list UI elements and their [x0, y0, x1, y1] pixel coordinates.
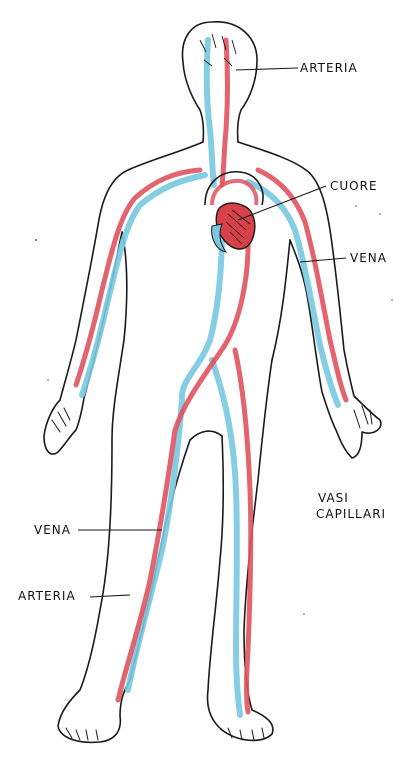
- left-hand-detail: [52, 408, 70, 432]
- artery-left-leg: [118, 430, 175, 700]
- artery-head-neck: [222, 40, 228, 185]
- label-vasi: VASI: [318, 491, 349, 505]
- crotch-outline: [190, 431, 222, 440]
- head-outline: [182, 22, 257, 142]
- paper-specks: [35, 205, 393, 615]
- vein-right-arm: [248, 182, 338, 405]
- veins: [82, 40, 338, 715]
- aortic-arch-inner: [212, 181, 256, 205]
- right-leg-outline: [208, 360, 273, 740]
- pointer-arteria-top: [236, 68, 298, 70]
- pointer-vena-right: [300, 258, 346, 262]
- label-arteria-bottom: ARTERIA: [18, 589, 76, 603]
- label-vena-right: VENA: [350, 251, 387, 265]
- label-cuore: CUORE: [330, 179, 378, 193]
- vein-right-leg: [212, 360, 240, 715]
- right-torso-outline: [272, 240, 290, 360]
- pointer-cuore: [238, 186, 326, 220]
- label-vena-left: VENA: [34, 523, 71, 537]
- vein-head-neck: [207, 40, 214, 185]
- right-hand-detail: [354, 406, 372, 428]
- right-foot-detail: [228, 728, 264, 740]
- label-arteria-top: ARTERIA: [300, 61, 358, 75]
- label-capillari: CAPILLARI: [316, 507, 386, 521]
- vein-left-arm: [82, 175, 205, 395]
- pointer-arteria-bottom: [90, 595, 130, 597]
